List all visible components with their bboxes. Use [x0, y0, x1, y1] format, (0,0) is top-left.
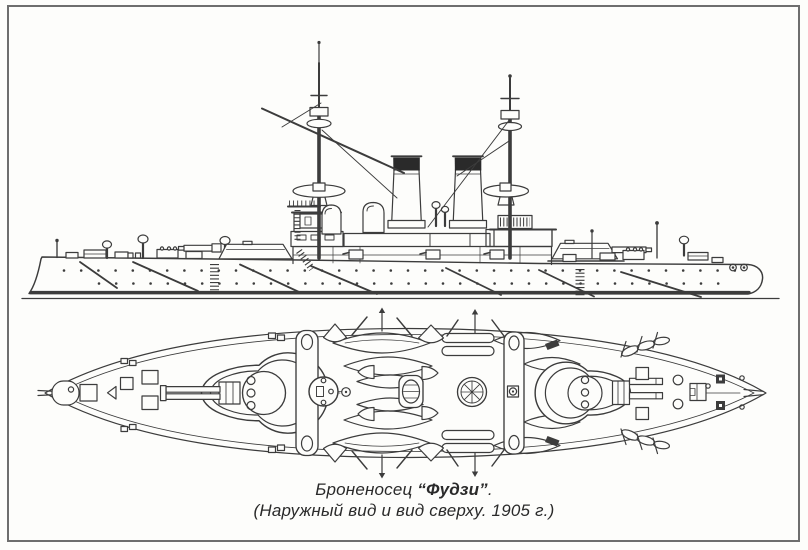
- caption-ship-name: “Фудзи”: [417, 480, 488, 499]
- forward-turret-side: [177, 240, 293, 260]
- rigging: [261, 102, 510, 228]
- figure-caption: Броненосец “Фудзи”. (Наружный вид и вид …: [0, 480, 808, 521]
- caption-line-1: Броненосец “Фудзи”.: [0, 480, 808, 501]
- funnel-2-plan: [456, 376, 488, 408]
- quarter-boat-clusters: [545, 331, 671, 455]
- mainmast: [482, 74, 530, 260]
- quarterdeck-fittings: [562, 221, 748, 272]
- stern-fittings-plan: [635, 366, 764, 421]
- side-elevation-view: [21, 40, 780, 300]
- boat-booms: [79, 261, 702, 298]
- superstructure-side: [287, 155, 557, 272]
- funnel-1-side: [387, 155, 426, 229]
- top-plan-view: [37, 307, 767, 479]
- funnel-1-plan: [398, 374, 424, 409]
- aft-bridge: [485, 214, 557, 248]
- boat-skids: [441, 332, 495, 454]
- caption-ship-type: Броненосец: [315, 480, 418, 499]
- derricks-davits-plan: [351, 307, 505, 479]
- fore-bridge-plan: [295, 329, 351, 457]
- aft-barbette-plan: [534, 361, 664, 425]
- cowl-ventilators: [321, 201, 450, 235]
- bow-fittings-plan: [51, 332, 286, 454]
- aft-bridge-plan: [503, 331, 525, 455]
- caption-line-2: (Наружный вид и вид сверху. 1905 г.): [253, 500, 555, 520]
- hull-side: [28, 256, 764, 298]
- caption-period: .: [487, 480, 493, 499]
- mainmast-plan: [508, 387, 518, 396]
- foremast: [292, 40, 346, 260]
- funnel-2-side: [448, 155, 488, 229]
